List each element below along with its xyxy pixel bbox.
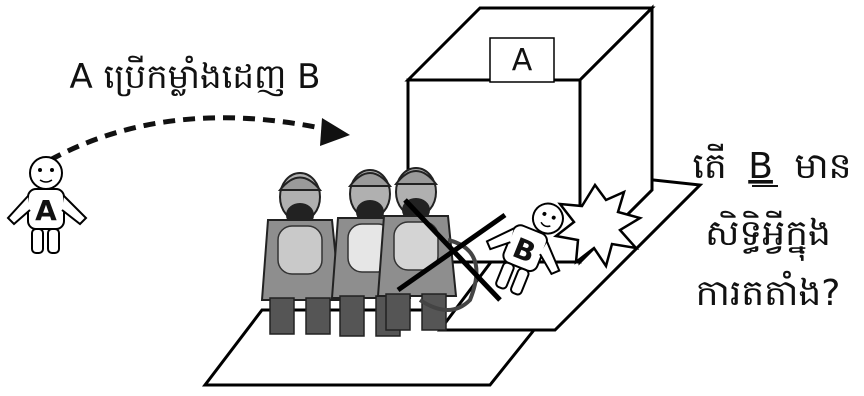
stick-figure-a: A	[6, 156, 88, 254]
dashed-arrow	[48, 115, 350, 163]
cross-mark	[396, 198, 507, 302]
stick-figure-b: B	[485, 202, 564, 296]
question-underlined-b: B	[748, 146, 773, 187]
top-caption: A ប្រើកម្លាំងដេញ B	[70, 55, 321, 97]
question-line-1: តើ B មាន	[692, 143, 851, 187]
figure-a-label: A	[35, 194, 57, 227]
impact-burst	[553, 182, 644, 269]
question-text: តើ B មាន សិទ្ធិអ្វីក្នុង ការតតាំង?	[692, 143, 851, 314]
question-line-3: ការតតាំង?	[696, 270, 841, 314]
box-label-frame	[489, 37, 555, 83]
question-line-2: សិទ្ធិអ្វីក្នុង	[705, 210, 831, 261]
guard-figure-1	[260, 172, 342, 335]
box-label: A	[512, 43, 533, 78]
